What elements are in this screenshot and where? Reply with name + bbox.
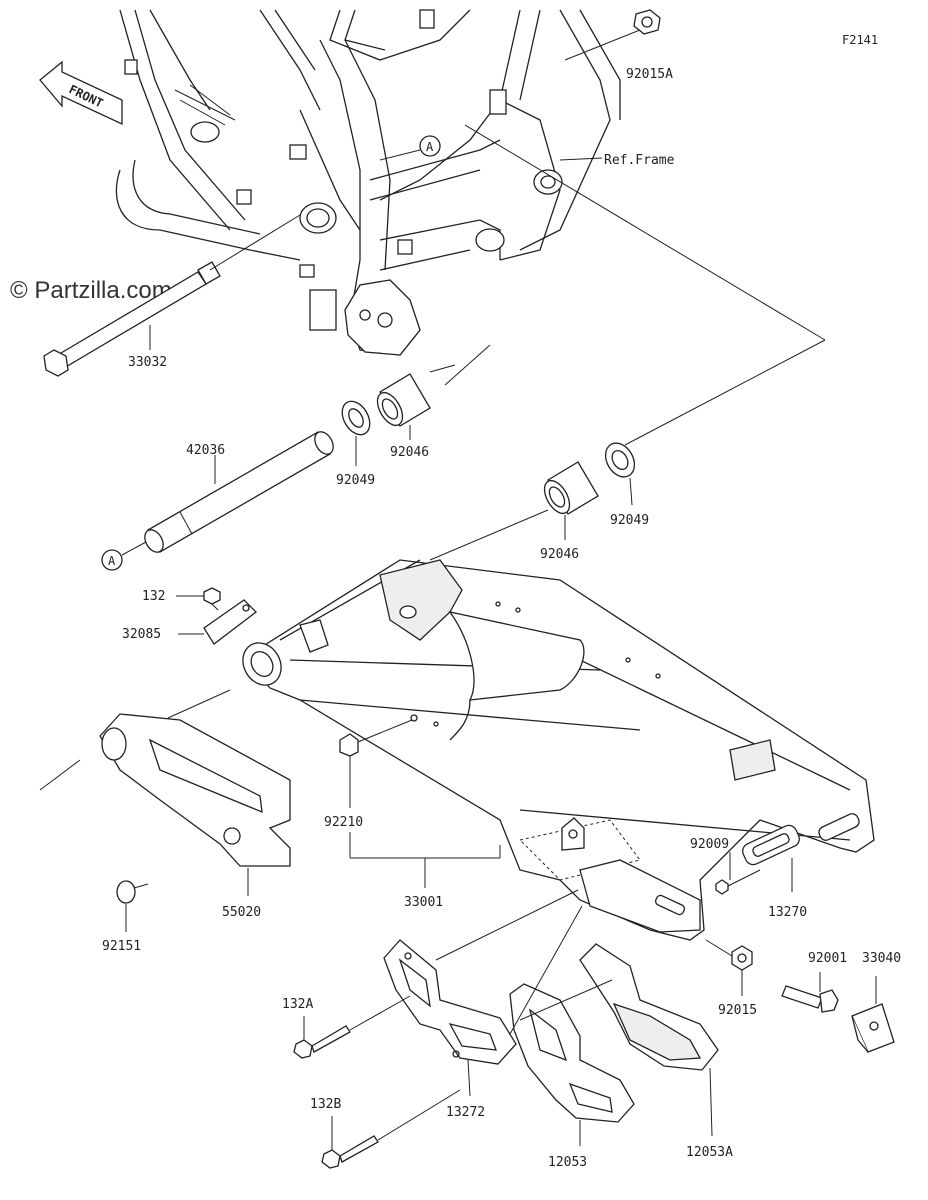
fitting-92210-icon [339,714,418,757]
part-label-92210: 92210 [324,815,363,830]
ref-frame-label: Ref.Frame [604,153,675,168]
svg-text:A: A [108,554,116,568]
frame-illustration [115,9,621,356]
seal-92049-right-icon [604,442,636,478]
nut-92015a-icon [633,9,661,35]
swingarm-33001-illustration [242,559,875,941]
part-label-92151: 92151 [102,939,141,954]
chain-guide-12053a-icon [579,943,719,1071]
partzilla-watermark: © Partzilla.com [10,277,172,304]
chain-slider-55020-icon [99,713,291,867]
part-label-32085: 32085 [122,627,161,642]
part-label-13270: 13270 [768,905,807,920]
part-label-42036: 42036 [186,443,225,458]
callout-a-frame: A [379,135,441,161]
front-arrow-icon: FRONT [39,60,123,126]
part-label-12053a: 12053A [686,1145,733,1160]
bearing-92046-right-icon [543,461,599,515]
part-label-13272: 13272 [446,1105,485,1120]
diagram-code: F2141 [842,33,878,47]
part-label-92046-right: 92046 [540,547,579,562]
part-label-33001: 33001 [404,895,443,910]
part-label-92046-left: 92046 [390,445,429,460]
callout-a-collar: A [101,541,147,571]
part-label-92001: 92001 [808,951,847,966]
part-label-92009: 92009 [690,837,729,852]
part-label-55020: 55020 [222,905,261,920]
plate-33040-icon [851,1003,895,1053]
nut-92015-icon [731,945,753,971]
chain-adjuster-13270-icon [742,824,800,866]
bolt-132a-icon [293,1025,351,1059]
chain-guide-12053-icon [509,983,635,1123]
guide-plate-13272-icon [383,939,517,1065]
part-label-33032: 33032 [128,355,167,370]
bolt-132-icon [203,587,221,611]
part-label-92049-right: 92049 [610,513,649,528]
part-label-92015: 92015 [718,1003,757,1018]
part-label-132: 132 [142,589,165,604]
part-label-12053: 12053 [548,1155,587,1170]
screw-92151-icon [116,880,149,904]
bearing-92046-left-icon [376,373,431,427]
bolt-132b-icon [321,1135,379,1169]
bracket-32085-icon [203,599,257,645]
seal-92049-left-icon [341,400,371,436]
part-label-132b: 132B [310,1097,341,1112]
pivot-shaft-33032-icon [43,261,221,377]
svg-text:A: A [426,140,434,154]
bolt-92001-icon [781,985,839,1013]
part-label-33040: 33040 [862,951,901,966]
part-label-92015a: 92015A [626,67,673,82]
part-label-132a: 132A [282,997,313,1012]
screw-92009-icon [715,869,761,895]
collar-42036-icon [144,431,334,553]
part-label-92049-left: 92049 [336,473,375,488]
